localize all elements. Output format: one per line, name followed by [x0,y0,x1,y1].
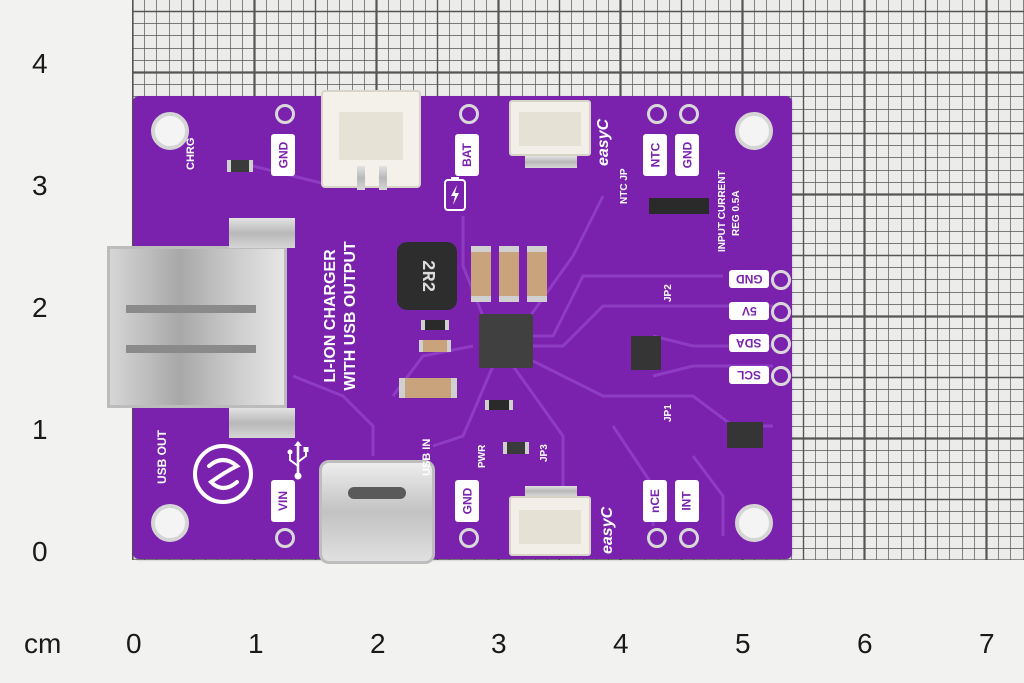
label-bat: BAT [455,134,479,176]
label-int: INT [675,480,699,522]
label-usb-in: USB IN [421,438,433,476]
mounting-hole-bottom-right [735,504,773,542]
pad-gnd-bottom [459,528,479,548]
usb-a-shield-top [229,218,295,248]
resistor-3 [485,400,513,410]
label-gnd-top-right: GND [675,134,699,176]
usb-c-connector [319,460,435,564]
y-label-3: 3 [32,170,48,201]
usb-symbol-icon [285,440,311,480]
pad-vin [275,528,295,548]
pad-gnd-top-right [679,104,699,124]
board-title-line1: LI-ION CHARGER [322,249,339,383]
label-input-current-1: INPUT CURRENT [717,170,728,252]
easyc-top-pins [525,156,577,168]
label-jp3: JP3 [539,444,550,462]
x-label-7: 7 [979,628,995,659]
pad-sda-right [771,334,791,354]
label-input-current-2: REG 0.5A [731,190,742,236]
label-jp2: JP2 [663,284,674,302]
transistor-2 [727,422,763,448]
label-nce: nCE [643,480,667,522]
easyc-bottom-connector [509,496,591,556]
mounting-hole-top-left [151,112,189,150]
resistor-4 [649,198,709,214]
board-title-line2: WITH USB OUTPUT [342,241,359,391]
x-label-4: 4 [613,628,629,659]
easyc-bottom-pins [525,486,577,496]
brand-logo-icon [191,442,255,506]
label-scl-right: SCL [729,366,769,384]
pad-5v-right [771,302,791,322]
y-label-1: 1 [32,414,48,445]
label-usb-out: USB OUT [155,430,169,484]
label-chrg: CHRG [185,137,197,170]
label-gnd-right: GND [729,270,769,288]
usb-a-connector [107,246,287,408]
label-ntc-jp: NTC JP [619,168,630,204]
label-gnd-bottom: GND [455,480,479,522]
y-label-4: 4 [32,48,48,79]
x-label-0: 0 [126,628,142,659]
resistor-1 [421,320,449,330]
mounting-hole-top-right [735,112,773,150]
resistor-2 [419,340,451,352]
label-gnd-top: GND [271,134,295,176]
led-pwr [503,442,529,454]
charger-ic [479,314,533,368]
x-label-5: 5 [735,628,751,659]
pad-ntc [647,104,667,124]
inductor-marking: 2R2 [417,259,437,293]
label-pwr: PWR [477,444,488,468]
board-title: LI-ION CHARGER WITH USB OUTPUT [321,206,361,426]
y-label-0: 0 [32,536,48,567]
pad-gnd-right [771,270,791,290]
battery-charge-icon [443,176,467,212]
label-sda-right: SDA [729,334,769,352]
x-label-3: 3 [491,628,507,659]
usb-a-shield-bottom [229,408,295,438]
capacitor-3 [527,246,547,302]
label-vin: VIN [271,480,295,522]
label-easyc-bottom: easyC [599,506,616,554]
y-label-2: 2 [32,292,48,323]
capacitor-2 [499,246,519,302]
label-5v-right: 5V [729,302,769,320]
pad-nce [647,528,667,548]
pad-bat [459,104,479,124]
battery-connector [321,90,421,190]
x-label-2: 2 [370,628,386,659]
label-jp1: JP1 [663,404,674,422]
unit-label: cm [24,628,62,659]
pad-gnd-top [275,104,295,124]
x-label-1: 1 [248,628,264,659]
label-ntc: NTC [643,134,667,176]
pad-scl-right [771,366,791,386]
x-label-6: 6 [857,628,873,659]
pad-int [679,528,699,548]
easyc-top-connector [509,100,591,156]
capacitor-1 [471,246,491,302]
capacitor-4 [399,378,457,398]
inductor: 2R2 [397,242,457,310]
pcb-board: 2R2 GND BAT NTC GND VIN GND [107,90,792,564]
transistor-1 [631,336,661,370]
mounting-hole-bottom-left [151,504,189,542]
led-chrg [227,160,253,172]
label-easyc-top: easyC [595,118,612,166]
